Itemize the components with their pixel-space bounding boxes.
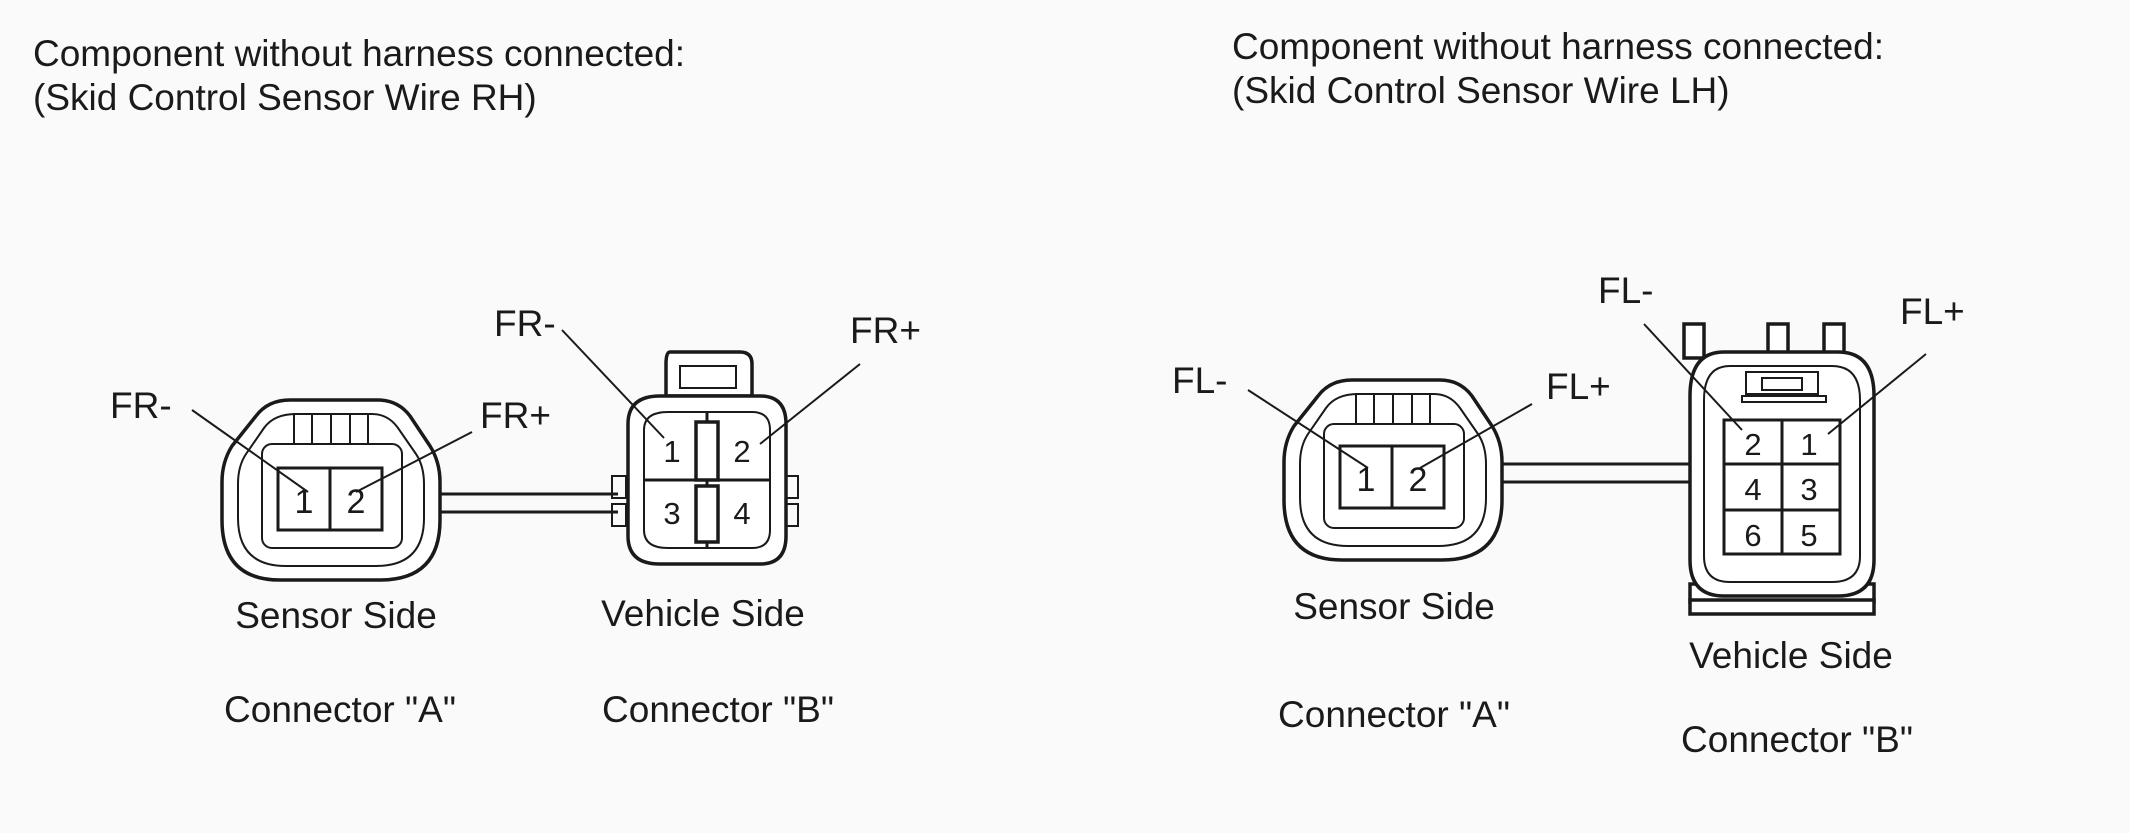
lh-b-pin-2: 2 — [1744, 427, 1761, 462]
rh-b-pin-1: 1 — [663, 434, 680, 469]
rh-b-name-label: Connector "B" — [602, 689, 834, 730]
rh-b-leader-plus — [759, 363, 861, 445]
lh-a-pin-1: 1 — [1357, 461, 1376, 499]
lh-a-pin-2: 2 — [1409, 461, 1428, 499]
lh-connector-b: 1 2 3 4 5 6 FL- FL+ — [1598, 270, 1965, 616]
lh-b-leader-minus — [1643, 323, 1743, 431]
rh-b-pin-3: 3 — [663, 496, 680, 531]
lh-b-pin-4: 4 — [1744, 472, 1761, 507]
rh-b-side-label: Vehicle Side — [601, 593, 805, 634]
rh-connector-a: 1 2 FR- FR+ — [110, 385, 551, 582]
lh-a-name-label: Connector "A" — [1278, 694, 1510, 735]
rh-b-callout-plus: FR+ — [850, 310, 921, 351]
lh-b-pin-6: 6 — [1744, 518, 1761, 553]
lh-subheading: (Skid Control Sensor Wire LH) — [1232, 70, 1730, 111]
lh-b-callout-plus: FL+ — [1900, 291, 1965, 332]
rh-section: Component without harness connected: (Sk… — [33, 33, 921, 730]
rh-a-callout-plus: FR+ — [480, 395, 551, 436]
lh-connector-a: 1 2 FL- FL+ — [1172, 360, 1611, 562]
rh-wire — [435, 492, 618, 514]
rh-a-side-label: Sensor Side — [235, 595, 437, 636]
rh-a-pin-1: 1 — [295, 483, 314, 521]
lh-a-leader-plus — [1419, 403, 1533, 469]
lh-section: Component without harness connected: (Sk… — [1172, 26, 1965, 760]
rh-b-pin-4: 4 — [733, 496, 750, 531]
rh-a-name-label: Connector "A" — [224, 689, 456, 730]
lh-b-name-label: Connector "B" — [1681, 719, 1913, 760]
lh-b-leader-plus — [1827, 353, 1927, 435]
rh-b-callout-minus: FR- — [494, 303, 556, 344]
lh-b-pin-1: 1 — [1800, 427, 1817, 462]
lh-b-pin-5: 5 — [1800, 518, 1817, 553]
rh-a-callout-minus: FR- — [110, 385, 172, 426]
rh-subheading: (Skid Control Sensor Wire RH) — [33, 77, 537, 118]
lh-b-callout-minus: FL- — [1598, 270, 1654, 311]
rh-a-leader-plus — [355, 431, 473, 493]
lh-a-side-label: Sensor Side — [1293, 586, 1495, 627]
lh-heading: Component without harness connected: — [1232, 26, 1884, 67]
lh-b-pin-3: 3 — [1800, 472, 1817, 507]
lh-b-side-label: Vehicle Side — [1689, 635, 1893, 676]
rh-connector-b: 1 2 3 4 FR- FR+ — [494, 303, 921, 566]
rh-a-pin-2: 2 — [347, 483, 366, 521]
lh-a-callout-minus: FL- — [1172, 360, 1228, 401]
rh-b-leader-minus — [561, 329, 665, 439]
lh-a-callout-plus: FL+ — [1546, 366, 1611, 407]
rh-heading: Component without harness connected: — [33, 33, 685, 74]
rh-a-leader-minus — [191, 409, 309, 493]
lh-wire — [1498, 462, 1692, 484]
lh-a-leader-minus — [1247, 389, 1369, 469]
rh-b-pin-2: 2 — [733, 434, 750, 469]
